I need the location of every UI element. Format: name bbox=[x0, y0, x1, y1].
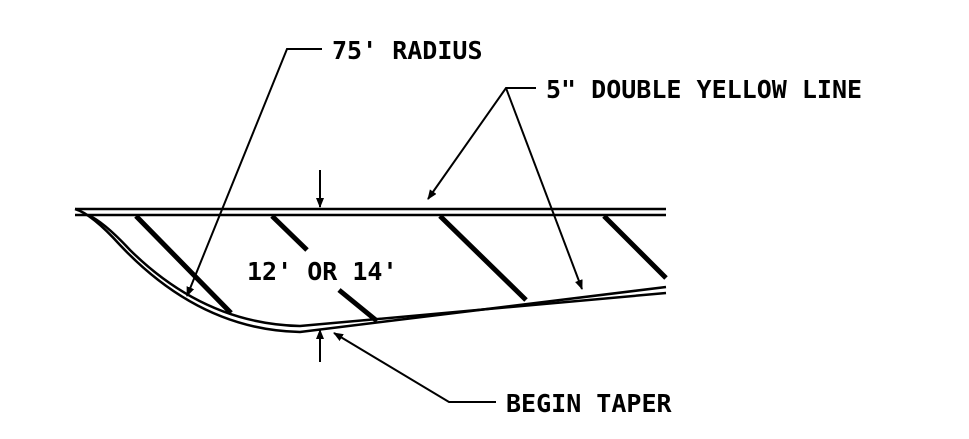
width-label: 12' OR 14' bbox=[247, 257, 398, 286]
double-yellow-label: 5" DOUBLE YELLOW LINE bbox=[546, 75, 862, 104]
hatch-line bbox=[602, 214, 668, 280]
radius-leader bbox=[186, 48, 322, 297]
hatch-line bbox=[270, 214, 309, 252]
double-yellow-leader-bottom bbox=[505, 87, 583, 290]
hatch-line bbox=[134, 214, 233, 315]
hatch-line bbox=[438, 214, 528, 302]
hatch-lines bbox=[134, 214, 668, 323]
begin-taper-leader bbox=[333, 332, 496, 403]
double-yellow-leader-top bbox=[427, 87, 536, 200]
radius-label: 75' RADIUS bbox=[332, 36, 483, 65]
hatch-line bbox=[337, 288, 379, 323]
taper-curve-outer bbox=[74, 207, 667, 334]
taper-curve-inner bbox=[87, 213, 667, 328]
begin-taper-label: BEGIN TAPER bbox=[506, 389, 673, 418]
